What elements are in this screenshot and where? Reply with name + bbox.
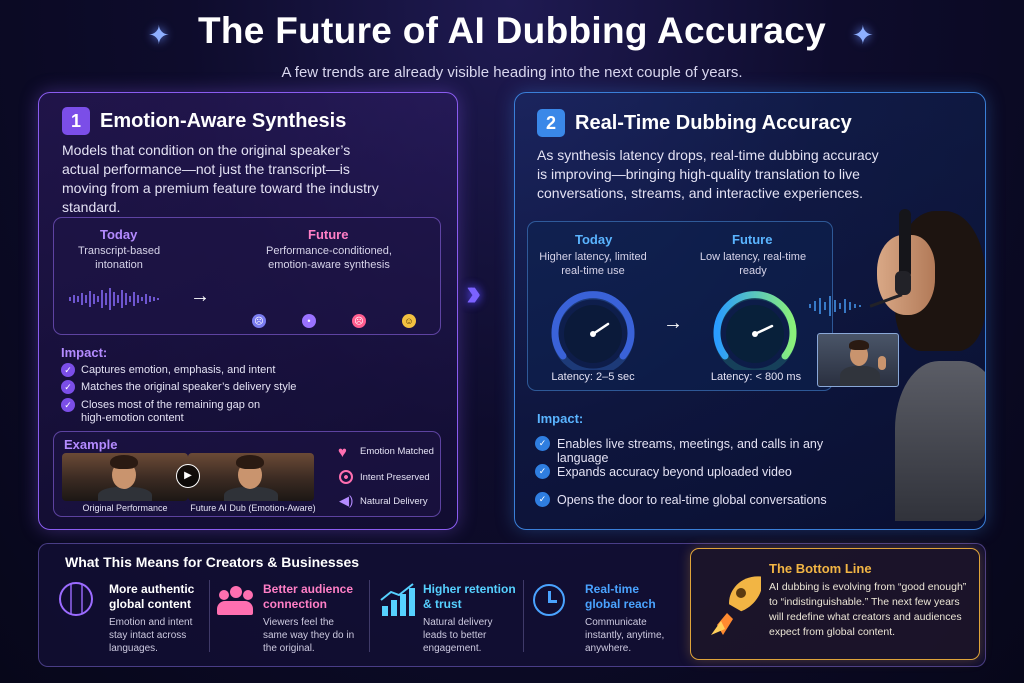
column-description: Viewers feel the same way they do in the…	[263, 617, 355, 654]
future-label: Future	[308, 227, 349, 242]
today-latency-gauge	[551, 291, 635, 370]
emotion-matched-label: Emotion Matched	[360, 446, 434, 457]
creators-businesses-section: What This Means for Creators & Businesse…	[38, 543, 986, 667]
intent-preserved-label: Intent Preserved	[360, 472, 430, 483]
impact-item: Closes most of the remaining gap on high…	[81, 399, 261, 424]
section-title: Real-Time Dubbing Accuracy	[575, 112, 852, 134]
rocket-icon	[711, 576, 761, 635]
natural-delivery-label: Natural Delivery	[360, 496, 428, 507]
voice-waveform	[809, 296, 861, 316]
sparkle-right-icon: ✦	[852, 20, 874, 50]
column-title: Real-time global reach	[585, 582, 656, 611]
page-title: The Future of AI Dubbing Accuracy	[198, 10, 826, 51]
bottom-line-text: AI dubbing is evolving from “good enough…	[769, 581, 967, 638]
sad-face-icon: ☹	[252, 314, 266, 328]
section-title: Emotion-Aware Synthesis	[100, 110, 347, 132]
section-number-badge: 1	[62, 107, 90, 135]
column-description: Natural delivery leads to better engagem…	[423, 617, 493, 654]
column-divider	[523, 580, 524, 652]
future-latency-value: Latency: < 800 ms	[710, 371, 802, 383]
section-heading: What This Means for Creators & Businesse…	[65, 554, 360, 570]
check-icon: ✓	[61, 363, 75, 377]
section-body: Models that condition on the original sp…	[62, 142, 379, 215]
impact-item: Expands accuracy beyond uploaded video	[557, 465, 792, 479]
arrow-right-icon: →	[190, 285, 210, 307]
headset-speaker-image	[855, 191, 985, 521]
target-icon	[339, 470, 353, 484]
impact-item: Matches the original speaker’s delivery …	[81, 381, 297, 393]
original-performance-thumbnail	[62, 453, 188, 501]
neutral-face-icon: •	[302, 314, 316, 328]
example-box: Example ▶ Original Performance Future AI…	[53, 431, 441, 517]
impact-item: Captures emotion, emphasis, and intent	[81, 364, 276, 376]
today-label: Today	[100, 227, 138, 242]
check-icon: ✓	[61, 398, 75, 412]
future-waveform	[237, 277, 424, 313]
today-future-comparison: Today Transcript-based intonation Future…	[53, 217, 441, 335]
real-time-panel: 2 Real-Time Dubbing Accuracy As synthesi…	[514, 92, 986, 530]
column-description: Emotion and intent stay intact across la…	[109, 617, 193, 654]
check-icon: ✓	[61, 380, 75, 394]
impact-heading: Impact:	[61, 345, 108, 360]
sparkle-left-icon: ✦	[148, 20, 170, 50]
column-title: Higher retention & trust	[423, 582, 516, 611]
today-label: Today	[575, 232, 613, 247]
future-label: Future	[732, 232, 773, 247]
emotion-aware-panel: 1 Emotion-Aware Synthesis Models that co…	[38, 92, 458, 530]
future-dub-thumbnail	[188, 453, 314, 501]
column-description: Communicate instantly, anytime, anywhere…	[585, 617, 665, 654]
check-icon: ✓	[535, 436, 550, 451]
today-waveform	[69, 288, 159, 310]
example-heading: Example	[64, 437, 118, 452]
original-performance-caption: Original Performance	[82, 503, 168, 513]
latency-comparison: Today Higher latency, limited real-time …	[527, 221, 833, 391]
check-icon: ✓	[535, 464, 550, 479]
happy-face-icon: ☺	[402, 314, 416, 328]
bottom-line-card: The Bottom Line AI dubbing is evolving f…	[690, 548, 980, 660]
impact-item: Opens the door to real-time global conve…	[557, 493, 827, 507]
today-description: Transcript-based intonation	[77, 245, 161, 271]
future-description: Performance-conditioned, emotion-aware s…	[266, 245, 392, 271]
speaker-icon: ◀)	[339, 493, 354, 508]
column-title: Better audience connection	[263, 582, 354, 611]
heart-icon: ♥	[338, 444, 347, 461]
column-divider	[209, 580, 210, 652]
bottom-line-title: The Bottom Line	[769, 561, 872, 576]
future-dub-caption: Future AI Dub (Emotion-Aware)	[190, 503, 316, 513]
impact-item: Enables live streams, meetings, and call…	[557, 437, 824, 465]
play-button[interactable]: ▶	[176, 464, 200, 488]
arrow-right-icon: →	[663, 312, 683, 334]
growth-chart-icon	[380, 583, 415, 616]
page-subtitle: A few trends are already visible heading…	[281, 64, 743, 81]
angry-face-icon: ☹	[352, 314, 366, 328]
column-divider	[369, 580, 370, 652]
future-latency-gauge	[713, 291, 797, 370]
today-description: Higher latency, limited real-time use	[539, 251, 647, 277]
check-icon: ✓	[535, 492, 550, 507]
video-call-thumbnail	[817, 333, 899, 387]
future-description: Low latency, real-time ready	[699, 251, 807, 277]
column-title: More authentic global content	[109, 582, 195, 611]
section-number-badge: 2	[537, 109, 565, 137]
clock-icon	[533, 584, 565, 616]
today-latency-value: Latency: 2–5 sec	[551, 371, 635, 383]
double-chevron-icon: ››	[466, 272, 482, 314]
section-body: As synthesis latency drops, real-time du…	[537, 147, 879, 201]
impact-heading: Impact:	[537, 411, 584, 426]
audience-icon	[217, 584, 253, 616]
globe-icon	[59, 582, 93, 616]
